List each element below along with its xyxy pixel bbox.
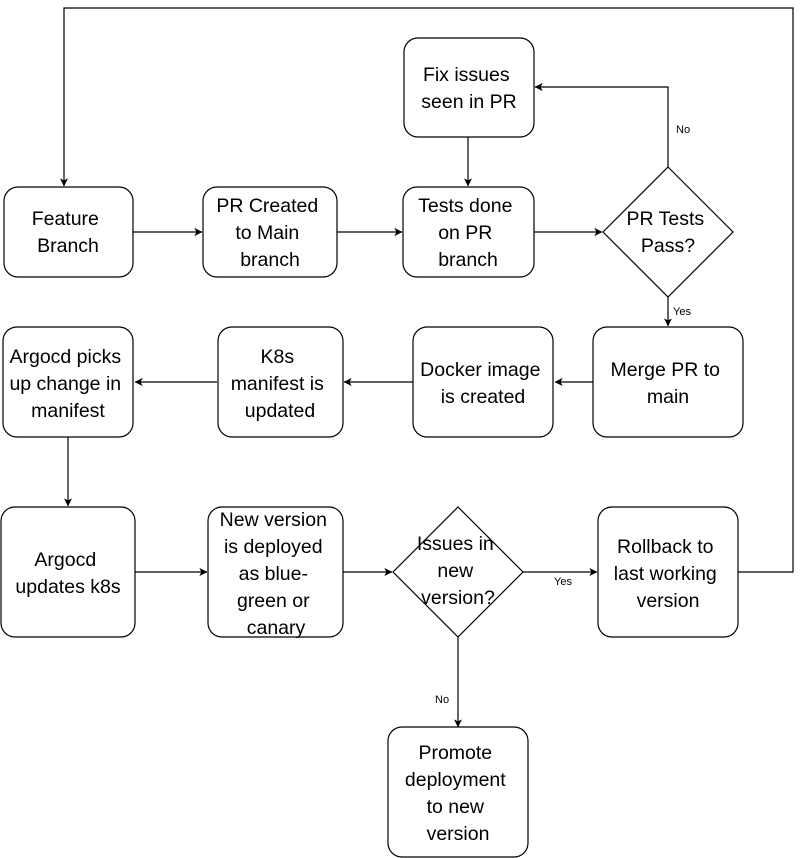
node-feature-branch-label: Feature Branch [32, 208, 105, 257]
edge-decision-no-to-fix-issues [534, 83, 669, 167]
node-k8s-manifest: K8s manifest is updated [217, 326, 344, 438]
node-new-version-label: New version is deployed as blue- green o… [220, 509, 333, 639]
edge-label-yes-merge: Yes [673, 306, 691, 318]
edge-label-yes-rollback: Yes [554, 576, 572, 588]
node-merge-pr: Merge PR to main [592, 326, 744, 438]
edge-label-no-fix: No [676, 124, 690, 136]
node-issues-decision: Issues in new version? [392, 506, 524, 638]
node-issues-decision-label: Issues in new version? [417, 533, 499, 609]
edge-label-no-promote: No [435, 694, 449, 706]
node-docker-image-label: Docker image is created [420, 359, 546, 408]
node-argocd-picks-label: Argocd picks up change in manifest [9, 346, 126, 422]
node-feature-branch: Feature Branch [3, 186, 134, 278]
node-fix-issues: Fix issues seen in PR [403, 37, 535, 138]
node-argocd-picks: Argocd picks up change in manifest [2, 326, 134, 438]
node-argocd-updates: Argocd updates k8s [0, 506, 136, 638]
edge-rollback-to-feature [60, 7, 794, 573]
node-tests-done-label: Tests done on PR branch [418, 195, 518, 271]
node-rollback-label: Rollback to last working version [614, 536, 722, 612]
node-docker-image: Docker image is created [412, 326, 554, 438]
node-promote-label: Promote deployment to new version [405, 742, 511, 845]
node-pr-created-label: PR Created to Main branch [216, 195, 323, 271]
node-argocd-updates-label: Argocd updates k8s [15, 549, 120, 598]
node-pr-tests-pass-label: PR Tests Pass? [626, 208, 709, 257]
node-k8s-manifest-label: K8s manifest is updated [231, 346, 330, 422]
node-merge-pr-label: Merge PR to main [611, 359, 726, 408]
node-tests-done: Tests done on PR branch [402, 186, 535, 278]
node-new-version: New version is deployed as blue- green o… [207, 506, 344, 639]
node-pr-created: PR Created to Main branch [202, 186, 338, 278]
node-pr-tests-pass-decision: PR Tests Pass? [602, 166, 734, 298]
node-fix-issues-label: Fix issues seen in PR [421, 64, 516, 113]
edges [60, 7, 794, 728]
node-promote: Promote deployment to new version [387, 726, 529, 858]
node-rollback: Rollback to last working version [597, 506, 739, 638]
